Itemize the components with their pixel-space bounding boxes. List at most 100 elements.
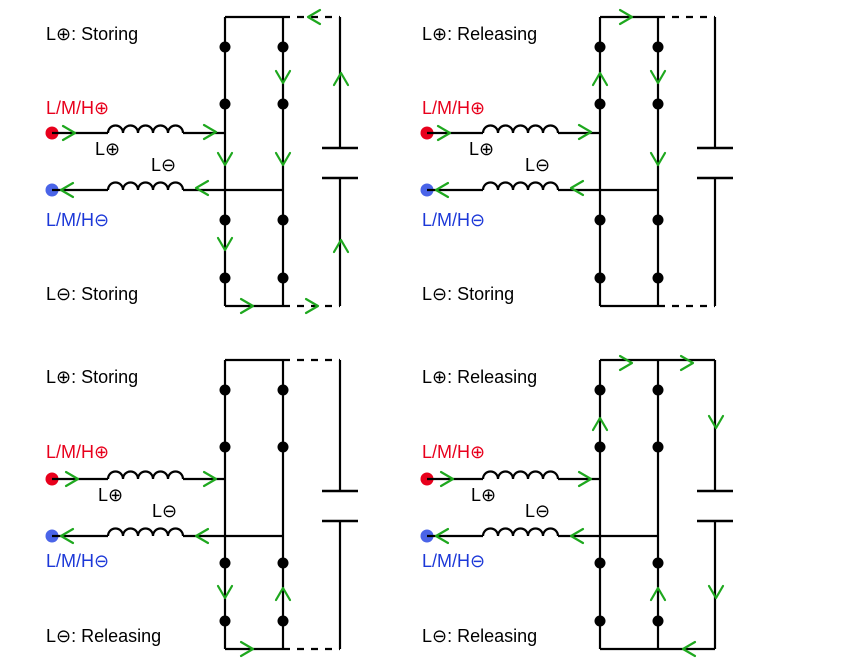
panel-1-neg-terminal-label: L/M/H⊖	[46, 210, 110, 230]
panel-1-pos-inductor-label: L⊕	[95, 139, 121, 159]
current-arrow-icon	[707, 584, 725, 600]
panel-1-pos-terminal-label: L/M/H⊕	[46, 98, 110, 118]
switch-node	[219, 615, 231, 627]
current-arrow-icon	[618, 8, 634, 26]
switch-node	[219, 41, 231, 53]
neg-inductor-coil	[106, 181, 185, 191]
panel-3-bottom-state: L⊖: Releasing	[46, 626, 162, 646]
switch-node	[277, 98, 289, 110]
current-arrow-icon	[434, 527, 450, 545]
current-arrow-icon	[649, 151, 667, 167]
switch-node	[219, 272, 231, 284]
neg-inductor-coil	[481, 181, 560, 191]
switch-node	[652, 384, 664, 396]
switch-node	[652, 441, 664, 453]
current-arrow-icon	[591, 71, 609, 87]
current-arrow-icon	[239, 640, 255, 658]
panel-2-neg-terminal-label: L/M/H⊖	[422, 210, 486, 230]
current-arrow-icon	[434, 181, 450, 199]
current-arrow-icon	[64, 470, 80, 488]
switch-node	[277, 557, 289, 569]
panel-4-neg-terminal-label: L/M/H⊖	[422, 551, 486, 571]
pos-inductor-coil	[481, 470, 560, 480]
current-arrow-icon	[577, 470, 593, 488]
current-arrow-icon	[61, 124, 77, 142]
panel-3-top-state: L⊕: Storing	[46, 367, 139, 387]
panel-2-pos-inductor-label: L⊕	[469, 139, 495, 159]
switch-node	[277, 41, 289, 53]
current-arrow-icon	[216, 236, 234, 252]
pos-inductor-coil	[106, 470, 185, 480]
current-arrow-icon	[436, 124, 452, 142]
switch-node	[652, 98, 664, 110]
current-arrow-icon	[59, 527, 75, 545]
pos-inductor-coil	[481, 124, 560, 134]
current-arrow-icon	[274, 69, 292, 85]
switch-node	[594, 98, 606, 110]
current-arrow-icon	[618, 354, 634, 372]
current-arrow-icon	[591, 416, 609, 432]
switch-node	[652, 214, 664, 226]
switch-node	[652, 41, 664, 53]
panel-2-pos-terminal-label: L/M/H⊕	[422, 98, 486, 118]
current-arrow-icon	[332, 238, 350, 254]
panel-4-bottom-state: L⊖: Releasing	[422, 626, 538, 646]
panel-4-pos-inductor-label: L⊕	[471, 485, 497, 505]
current-arrow-icon	[569, 179, 585, 197]
switch-node	[652, 615, 664, 627]
current-arrow-icon	[681, 640, 697, 658]
switch-node	[219, 98, 231, 110]
switch-node	[219, 214, 231, 226]
pos-inductor-coil	[106, 124, 185, 134]
current-arrow-icon	[649, 586, 667, 602]
current-arrow-icon	[679, 354, 695, 372]
switch-node	[594, 441, 606, 453]
switch-node	[594, 41, 606, 53]
current-arrow-icon	[194, 179, 210, 197]
switch-node	[277, 272, 289, 284]
switch-node	[219, 557, 231, 569]
current-arrow-icon	[194, 527, 210, 545]
switch-node	[277, 384, 289, 396]
current-arrow-icon	[577, 123, 593, 141]
panel-3-neg-terminal-label: L/M/H⊖	[46, 551, 110, 571]
panel-4-neg-inductor-label: L⊖	[525, 501, 551, 521]
current-arrow-icon	[202, 470, 218, 488]
current-arrow-icon	[202, 123, 218, 141]
switch-node	[594, 272, 606, 284]
panel-3-neg-inductor-label: L⊖	[152, 501, 178, 521]
panel-3-pos-terminal-label: L/M/H⊕	[46, 442, 110, 462]
current-arrow-icon	[274, 586, 292, 602]
switch-node	[594, 557, 606, 569]
current-arrow-icon	[332, 71, 350, 87]
current-arrow-icon	[439, 470, 455, 488]
panel-1-neg-inductor-label: L⊖	[151, 155, 177, 175]
current-arrow-icon	[59, 181, 75, 199]
switch-node	[219, 384, 231, 396]
current-arrow-icon	[707, 414, 725, 430]
switch-node	[594, 615, 606, 627]
neg-inductor-coil	[106, 527, 185, 537]
switch-node	[594, 214, 606, 226]
current-arrow-icon	[274, 151, 292, 167]
panel-2-neg-inductor-label: L⊖	[525, 155, 551, 175]
current-arrow-icon	[216, 151, 234, 167]
switch-node	[652, 557, 664, 569]
panel-1-bottom-state: L⊖: Storing	[46, 284, 139, 304]
panel-4-pos-terminal-label: L/M/H⊕	[422, 442, 486, 462]
panel-2-top-state: L⊕: Releasing	[422, 24, 538, 44]
switch-node	[277, 441, 289, 453]
switch-node	[652, 272, 664, 284]
current-arrow-icon	[649, 69, 667, 85]
current-arrow-icon	[239, 297, 255, 315]
switch-node	[219, 441, 231, 453]
current-arrow-icon	[306, 8, 322, 26]
switch-node	[277, 615, 289, 627]
current-arrow-icon	[216, 584, 234, 600]
panel-3-pos-inductor-label: L⊕	[98, 485, 124, 505]
current-arrow-icon	[304, 297, 320, 315]
current-arrow-icon	[569, 527, 585, 545]
panel-1-top-state: L⊕: Storing	[46, 24, 139, 44]
neg-inductor-coil	[481, 527, 560, 537]
